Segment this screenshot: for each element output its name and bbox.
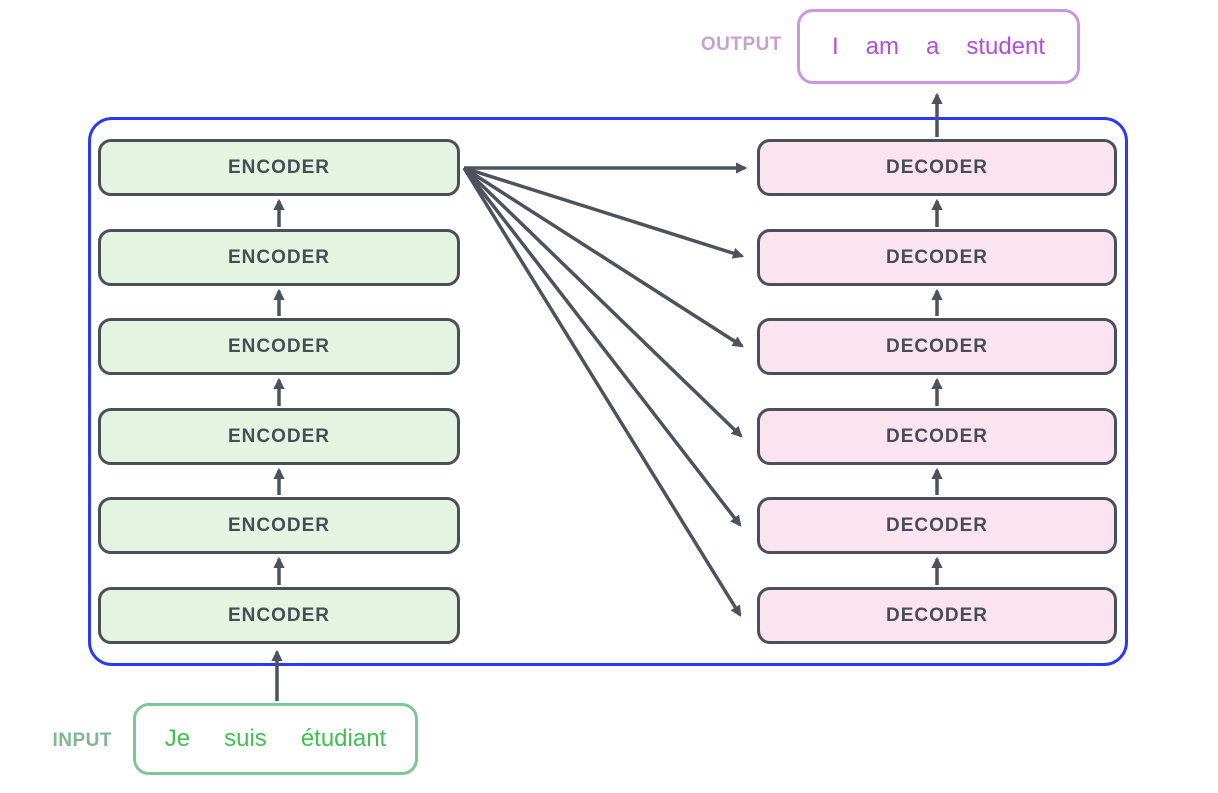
decoder-box-3: DECODER <box>757 408 1117 465</box>
decoder-box-4: DECODER <box>757 318 1117 375</box>
output-token: a <box>925 32 940 60</box>
input-sentence-box: Je suis étudiant <box>133 703 418 775</box>
decoder-box-2: DECODER <box>757 497 1117 554</box>
encoder-box-6: ENCODER <box>98 139 460 196</box>
encoder-box-2: ENCODER <box>98 497 460 554</box>
output-token: am <box>865 32 899 60</box>
input-token: suis <box>224 725 267 752</box>
encoder-box-5: ENCODER <box>98 229 460 286</box>
encoder-box-1: ENCODER <box>98 587 460 644</box>
input-token: Je <box>164 725 191 752</box>
input-label: INPUT <box>52 730 112 751</box>
output-label: OUTPUT <box>700 34 782 55</box>
encoder-decoder-container <box>88 117 1128 666</box>
decoder-box-6: DECODER <box>757 139 1117 196</box>
output-sentence-box: I am a student <box>797 9 1080 84</box>
decoder-box-5: DECODER <box>757 229 1117 286</box>
encoder-box-4: ENCODER <box>98 318 460 375</box>
encoder-box-3: ENCODER <box>98 408 460 465</box>
output-token: student <box>966 32 1046 60</box>
input-token: étudiant <box>300 725 387 752</box>
output-token: I <box>831 32 839 60</box>
decoder-box-1: DECODER <box>757 587 1117 644</box>
